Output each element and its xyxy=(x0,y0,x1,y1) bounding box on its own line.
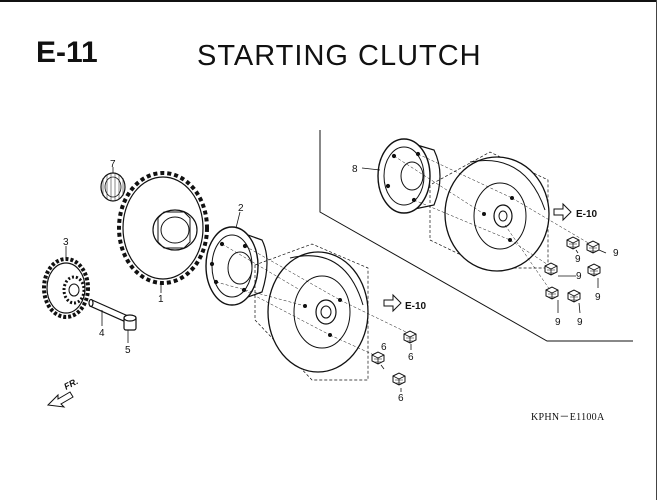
callout-8: 8 xyxy=(352,164,358,175)
bolt-9-group xyxy=(544,236,601,303)
callout-5: 5 xyxy=(125,345,131,356)
callout-4: 4 xyxy=(99,328,105,339)
callout-3: 3 xyxy=(63,237,69,248)
front-arrow-icon xyxy=(46,391,74,408)
part-clutch-outer-lower xyxy=(205,226,268,306)
part-needle-bearing xyxy=(100,172,126,202)
part-starting-driven-gear xyxy=(117,171,209,285)
leader-lines xyxy=(65,167,607,392)
orientation-label: FR. xyxy=(62,376,79,392)
reference-arrow-icon xyxy=(383,293,402,313)
reference-label: E-10 xyxy=(405,301,427,312)
callout-6: 6 xyxy=(381,342,387,353)
callout-6: 6 xyxy=(398,393,404,404)
reference-arrow-icon xyxy=(553,202,572,222)
part-reduction-shaft xyxy=(88,298,129,323)
callout-7: 7 xyxy=(110,159,116,170)
callout-9: 9 xyxy=(595,292,601,303)
part-flywheel-lower xyxy=(254,243,369,381)
drawing-code: KPHN－E1100A xyxy=(531,412,605,423)
part-reduction-gear xyxy=(42,257,90,319)
callout-2: 2 xyxy=(238,203,244,214)
callout-6: 6 xyxy=(408,352,414,363)
inset-boundary xyxy=(319,130,633,342)
top-border xyxy=(0,0,656,2)
part-clutch-outer-upper xyxy=(377,138,441,214)
callout-1: 1 xyxy=(158,294,164,305)
callout-9: 9 xyxy=(577,317,583,328)
callout-9: 9 xyxy=(613,248,619,259)
callout-9: 9 xyxy=(555,317,561,328)
section-code: E-11 xyxy=(36,36,98,69)
page-title: STARTING CLUTCH xyxy=(197,40,482,72)
part-collar xyxy=(123,314,137,331)
callout-9: 9 xyxy=(575,254,581,265)
reference-label: E-10 xyxy=(576,209,598,220)
part-flywheel-upper xyxy=(429,151,550,272)
assembly-lines xyxy=(215,153,591,356)
right-border xyxy=(656,0,657,500)
callout-9: 9 xyxy=(576,271,582,282)
